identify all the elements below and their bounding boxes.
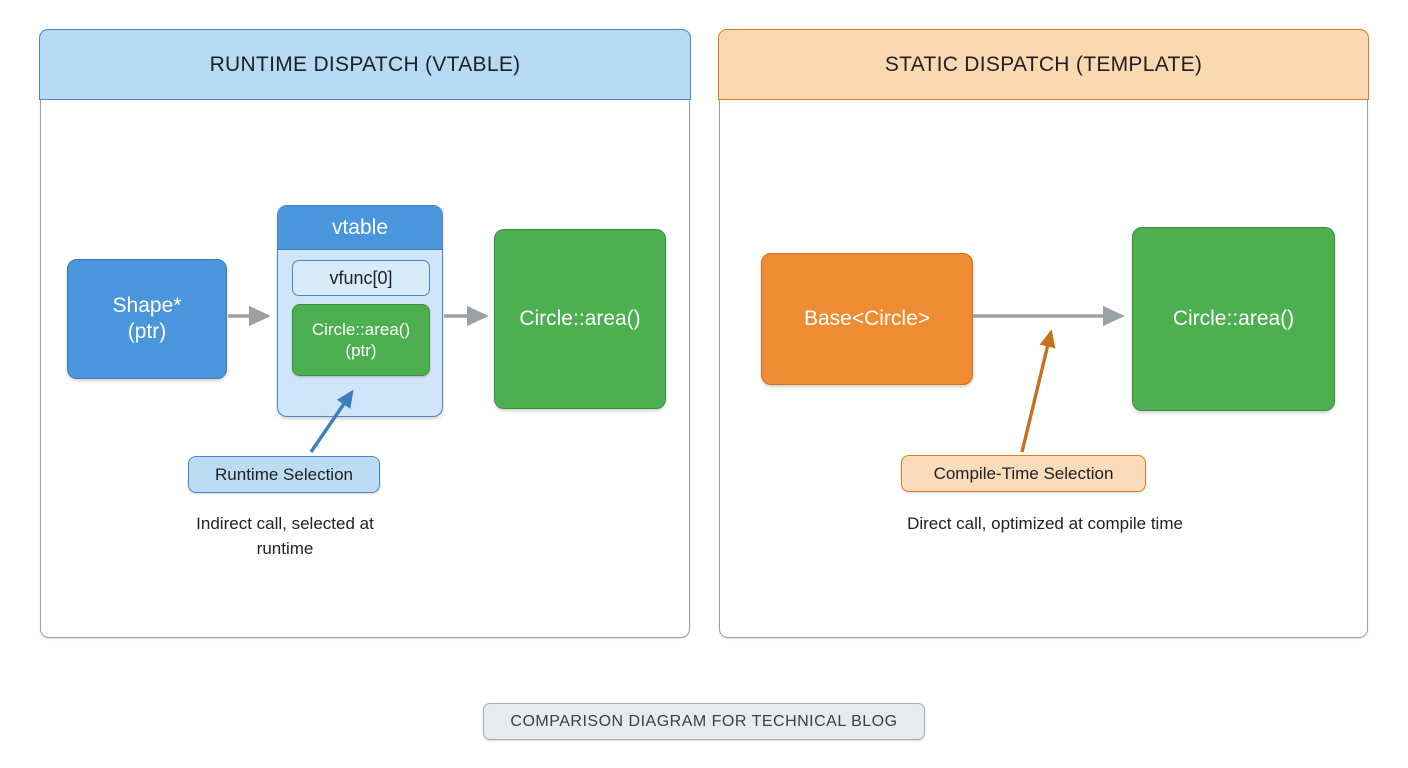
panel-runtime-dispatch: RUNTIME DISPATCH (VTABLE) Shape* (ptr) v… <box>39 29 691 638</box>
node-circle-area-runtime-label: Circle::area() <box>519 306 641 330</box>
callout-compile-time-selection[interactable]: Compile-Time Selection <box>901 455 1146 492</box>
node-base-circle[interactable]: Base<Circle> <box>761 253 973 385</box>
footer-badge[interactable]: COMPARISON DIAGRAM FOR TECHNICAL BLOG <box>483 703 925 740</box>
node-circle-area-static-label: Circle::area() <box>1172 306 1295 330</box>
node-vtable-function-pointer[interactable]: Circle::area() (ptr) <box>292 304 430 376</box>
panel-runtime-dispatch-header: RUNTIME DISPATCH (VTABLE) <box>39 29 691 101</box>
node-circle-area-static[interactable]: Circle::area() <box>1132 227 1335 411</box>
panel-static-dispatch-header: STATIC DISPATCH (TEMPLATE) <box>718 29 1369 101</box>
node-vtable-slot-vfunc0[interactable]: vfunc[0] <box>292 260 430 296</box>
node-shape-pointer[interactable]: Shape* (ptr) <box>67 259 227 379</box>
callout-runtime-selection[interactable]: Runtime Selection <box>188 456 380 493</box>
caption-static-dispatch-line1: Direct call, optimized at compile time <box>907 514 1183 533</box>
panel-static-dispatch: STATIC DISPATCH (TEMPLATE) Base<Circle> … <box>718 29 1369 638</box>
node-vtable-function-pointer-line2: (ptr) <box>345 341 377 360</box>
node-shape-pointer-line2: (ptr) <box>127 320 167 343</box>
caption-runtime-dispatch: Indirect call, selected at runtime <box>116 512 454 561</box>
node-shape-pointer-line1: Shape* <box>112 293 182 317</box>
node-vtable-function-pointer-line1: Circle::area() <box>311 319 411 339</box>
node-circle-area-runtime[interactable]: Circle::area() <box>494 229 666 409</box>
caption-runtime-dispatch-line1: Indirect call, selected at <box>196 514 374 533</box>
node-vtable-title: vtable <box>278 206 442 250</box>
node-base-circle-label: Base<Circle> <box>803 306 931 330</box>
caption-runtime-dispatch-line2: runtime <box>256 538 314 558</box>
node-vtable[interactable]: vtable vfunc[0] Circle::area() (ptr) <box>277 205 443 417</box>
caption-static-dispatch: Direct call, optimized at compile time <box>760 512 1330 537</box>
